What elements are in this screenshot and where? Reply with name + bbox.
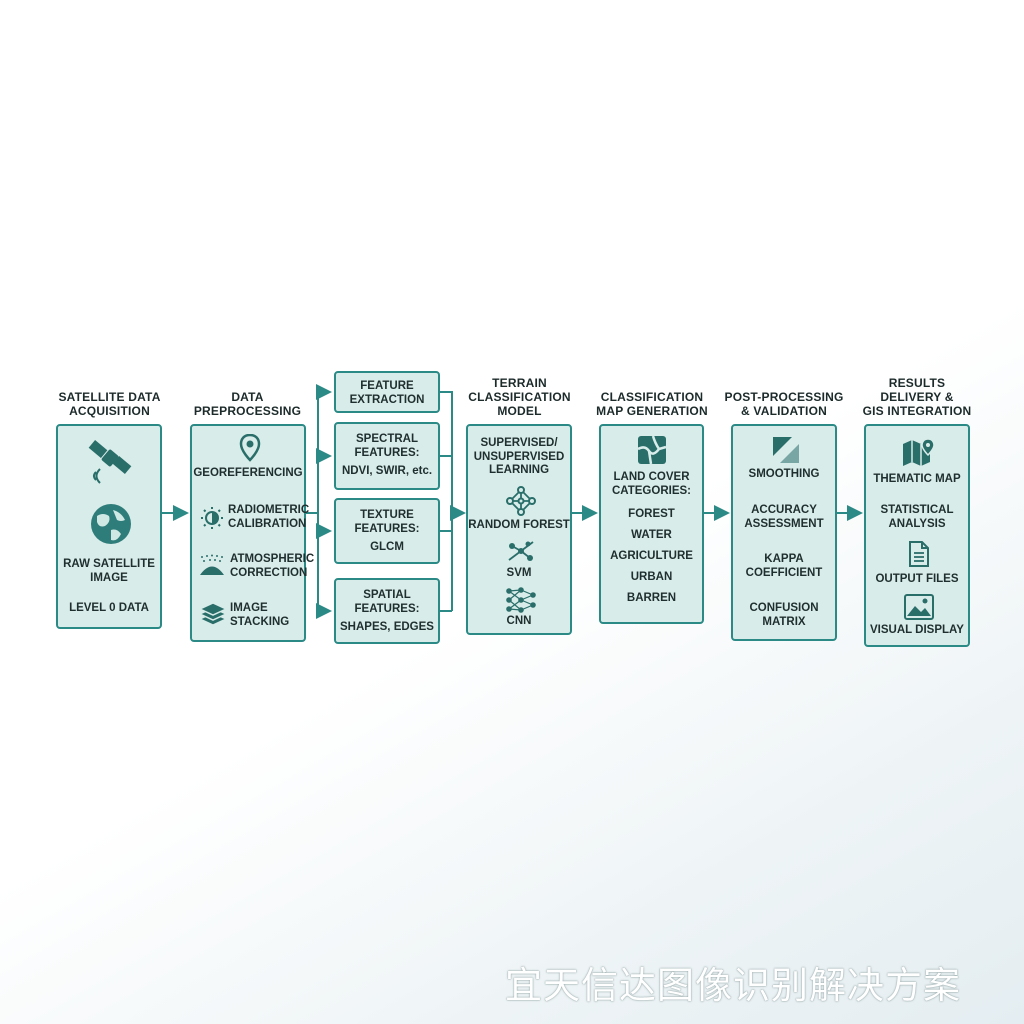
watermark-text: 宜天信达图像识别解决方案 <box>505 964 961 1007</box>
label-radiometric: RADIOMETRIC <box>228 504 310 516</box>
label-assessment: ASSESSMENT <box>744 517 824 530</box>
label-shapes-edges: SHAPES, EDGES <box>340 621 434 633</box>
label-level-0-data: LEVEL 0 DATA <box>69 602 149 614</box>
label-random-forest: RANDOM FOREST <box>468 519 570 531</box>
title-line: DELIVERY & <box>880 390 954 404</box>
location-pin-icon <box>239 434 261 462</box>
label-kappa: KAPPA <box>764 553 804 565</box>
label-extraction: EXTRACTION <box>349 393 425 406</box>
box-spectral-features: SPECTRAL FEATURES: NDVI, SWIR, etc. <box>334 422 440 490</box>
title-line: ACQUISITION <box>69 404 150 418</box>
label-features: FEATURES: <box>354 602 420 615</box>
arrow-features-to-model <box>440 391 453 612</box>
label-urban: URBAN <box>630 571 673 583</box>
label-stacking: STACKING <box>230 615 290 628</box>
label-raw-satellite-image: RAW SATELLITE <box>63 558 155 570</box>
label-unsupervised: UNSUPERVISED <box>473 450 565 463</box>
box-mapgen: LAND COVER CATEGORIES: FOREST WATER AGRI… <box>599 424 704 624</box>
label-features: FEATURES: <box>354 522 420 535</box>
label-supervised: SUPERVISED/ <box>480 437 558 449</box>
title-line: SATELLITE DATA <box>58 390 161 404</box>
stage-title-post: POST-PROCESSING & VALIDATION <box>722 390 846 418</box>
stage-title-mapgen: CLASSIFICATION MAP GENERATION <box>593 390 711 418</box>
box-spatial-features: SPATIAL FEATURES: SHAPES, EDGES <box>334 578 440 644</box>
title-line: GIS INTEGRATION <box>862 404 972 418</box>
title-line: POST-PROCESSING <box>724 390 844 404</box>
label-statistical: STATISTICAL <box>880 504 954 516</box>
label-agriculture: AGRICULTURE <box>610 550 693 562</box>
stage-title-acquisition: SATELLITE DATA ACQUISITION <box>52 390 167 418</box>
land-map-icon <box>637 435 667 465</box>
layers-icon <box>199 601 227 627</box>
box-acquisition: RAW SATELLITE IMAGE LEVEL 0 DATA <box>56 424 162 629</box>
title-line: CLASSIFICATION <box>468 390 571 404</box>
label-spectral: SPECTRAL <box>356 433 418 445</box>
label-georeferencing: GEOREFERENCING <box>193 467 303 479</box>
label-analysis: ANALYSIS <box>888 517 946 530</box>
title-line: RESULTS <box>888 376 946 390</box>
box-post: SMOOTHING ACCURACY ASSESSMENT KAPPA COEF… <box>731 424 837 641</box>
globe-icon <box>89 502 133 546</box>
title-line: & VALIDATION <box>741 404 827 418</box>
label-calibration: CALIBRATION <box>228 517 307 530</box>
label-atmospheric: ATMOSPHERIC <box>230 553 315 565</box>
smoothing-icon <box>772 436 800 464</box>
box-feature-extraction: FEATURE EXTRACTION <box>334 371 440 413</box>
label-image: IMAGE <box>230 602 268 614</box>
label-feature: FEATURE <box>360 380 414 392</box>
box-model: SUPERVISED/ UNSUPERVISED LEARNING RANDOM… <box>466 424 572 635</box>
label-cnn: CNN <box>506 615 532 627</box>
label-features: FEATURES: <box>354 446 420 459</box>
stage-title-results: RESULTS DELIVERY & GIS INTEGRATION <box>858 376 976 418</box>
label-texture: TEXTURE <box>360 509 414 521</box>
label-ndvi-swir: NDVI, SWIR, etc. <box>341 465 433 477</box>
label-learning: LEARNING <box>488 464 550 476</box>
file-icon <box>909 541 929 567</box>
title-line: DATA <box>231 390 264 404</box>
box-texture-features: TEXTURE FEATURES: GLCM <box>334 498 440 564</box>
label-correction: CORRECTION <box>230 566 308 579</box>
title-line: PREPROCESSING <box>193 404 302 418</box>
stage-title-model: TERRAIN CLASSIFICATION MODEL <box>462 376 577 418</box>
label-confusion: CONFUSION <box>749 602 819 614</box>
stage-title-preprocessing: DATA PREPROCESSING <box>190 390 305 418</box>
satellite-icon <box>86 438 136 484</box>
label-accuracy: ACCURACY <box>751 504 817 516</box>
atmosphere-icon <box>198 554 226 576</box>
label-forest: FOREST <box>628 508 675 520</box>
label-svm: SVM <box>506 567 532 579</box>
label-glcm: GLCM <box>370 541 404 553</box>
box-results: THEMATIC MAP STATISTICAL ANALYSIS OUTPUT… <box>864 424 970 647</box>
neural-net-icon <box>505 586 537 614</box>
title-line: MODEL <box>497 404 542 418</box>
title-line: TERRAIN <box>492 376 547 390</box>
label-coefficient: COEFFICIENT <box>745 566 823 579</box>
arrow-preprocessing-to-features <box>306 392 319 611</box>
label-spatial: SPATIAL <box>363 589 411 601</box>
svm-icon <box>506 538 536 564</box>
label-output-files: OUTPUT FILES <box>875 573 959 585</box>
network-icon <box>506 486 536 516</box>
title-line: MAP GENERATION <box>596 404 708 418</box>
title-line: CLASSIFICATION <box>600 390 704 404</box>
label-raw-satellite-image-2: IMAGE <box>90 571 128 584</box>
label-barren: BARREN <box>626 592 677 604</box>
sun-half-icon <box>200 506 224 530</box>
box-preprocessing: GEOREFERENCING RADIOMETRIC CALIBRATION A… <box>190 424 315 642</box>
label-matrix: MATRIX <box>762 615 806 628</box>
map-pin-icon <box>902 438 936 468</box>
label-categories: CATEGORIES: <box>611 484 691 497</box>
label-visual-display: VISUAL DISPLAY <box>870 624 964 636</box>
label-thematic-map: THEMATIC MAP <box>873 473 961 485</box>
image-icon <box>904 594 934 620</box>
label-smoothing: SMOOTHING <box>748 468 820 480</box>
label-water: WATER <box>631 529 672 541</box>
label-land-cover: LAND COVER <box>613 471 690 483</box>
